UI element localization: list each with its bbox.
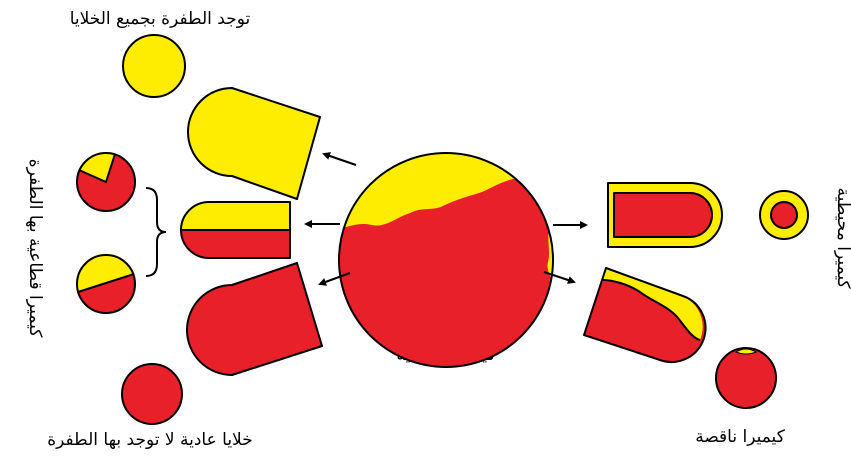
brace <box>146 188 166 276</box>
mericlinal-cell <box>716 348 776 408</box>
mericlinal-shoot <box>584 268 706 362</box>
label-all-cells-mutant: توجد الطفرة بجميع الخلايا <box>70 9 251 29</box>
normal-cell <box>122 364 182 424</box>
label-normal-cells: خلايا عادية لا توجد بها الطفرة <box>47 430 252 450</box>
label-sectorial-with-mutation: كيميرا قطاعية بها الطفرة <box>25 159 45 339</box>
all-mutant-shoot <box>188 88 320 199</box>
arrow-upper-left <box>324 154 356 165</box>
label-periclinal-chimera: كيميرا محيطية <box>833 187 851 289</box>
periclinal-cell <box>760 191 808 239</box>
all-mutant-cell <box>123 35 185 97</box>
periclinal-shoot <box>608 183 722 247</box>
sector-cell-lower <box>77 254 135 313</box>
sectorial-shoot <box>181 202 290 258</box>
central-chimera-circle <box>330 153 560 380</box>
label-mericlinal-chimera: كيميرا ناقصة <box>695 427 785 447</box>
normal-shoot <box>187 263 322 375</box>
sector-cell-upper <box>77 152 135 211</box>
